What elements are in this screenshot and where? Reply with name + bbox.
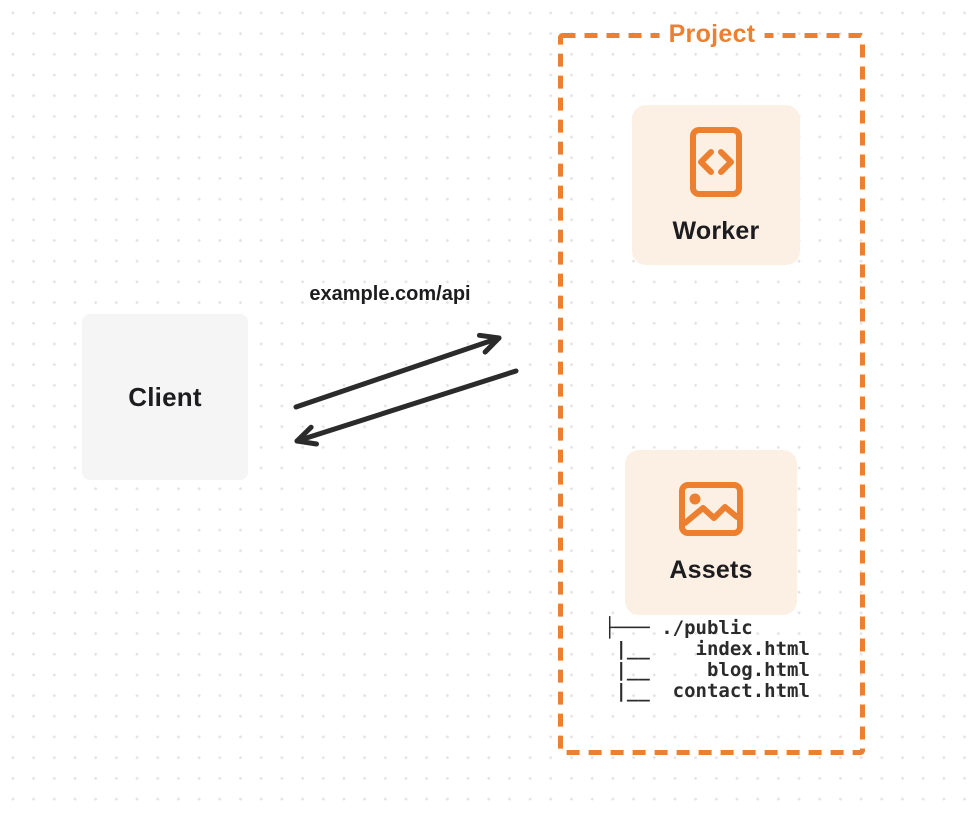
- assets-node: Assets: [625, 450, 797, 615]
- file-tree: ├─── ./public |__ index.html |__ blog.ht…: [604, 618, 810, 702]
- tree-line-public: ├─── ./public: [604, 617, 753, 639]
- code-file-icon: [690, 126, 742, 197]
- tree-line-blog: |__ blog.html: [604, 659, 810, 681]
- image-icon: [679, 482, 743, 536]
- project-label: Project: [659, 19, 765, 49]
- project-boundary: [558, 33, 865, 755]
- worker-label: Worker: [672, 216, 760, 245]
- tree-line-index: |__ index.html: [604, 638, 810, 660]
- assets-label: Assets: [669, 556, 753, 584]
- request-arrow: [293, 332, 502, 410]
- tree-line-contact: |__ contact.html: [604, 680, 810, 702]
- client-node: Client: [82, 314, 248, 480]
- request-url-label: example.com/api: [309, 283, 471, 305]
- worker-node: Worker: [632, 105, 800, 265]
- response-arrow: [294, 368, 519, 447]
- client-label: Client: [128, 381, 202, 412]
